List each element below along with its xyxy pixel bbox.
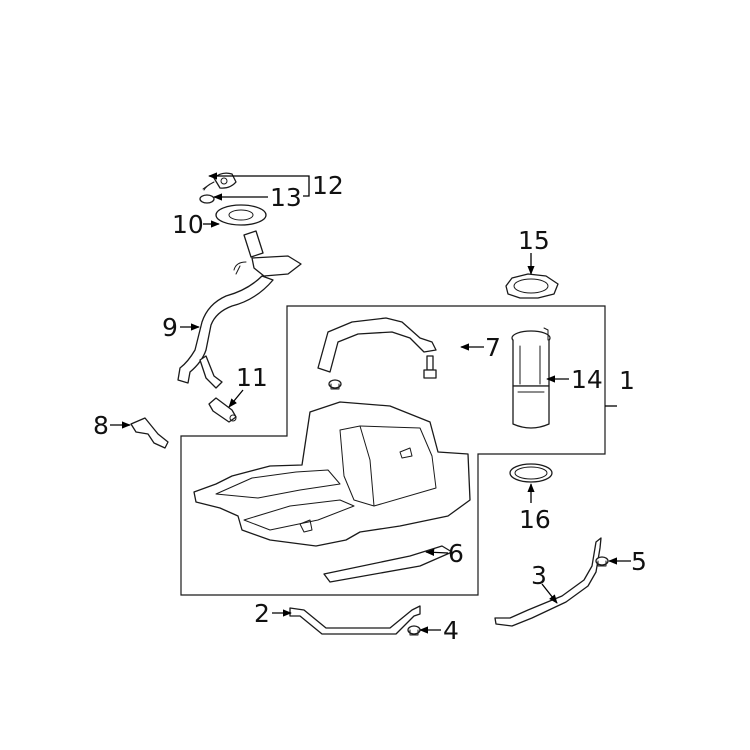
callout-8: 8 [93,411,109,440]
callout-10: 10 [172,210,204,239]
callout-2: 2 [254,599,270,628]
part-4-nut [407,625,421,636]
callout-13: 13 [270,183,302,212]
part-5-nut [595,556,609,567]
part-12-filler-valve [202,172,237,191]
callout-14: 14 [571,365,603,394]
fuel-tank [193,401,471,547]
callout-11: 11 [236,363,268,392]
leader-12b [303,186,310,197]
callout-16: 16 [519,505,551,534]
part-13-gasket [199,194,215,204]
assembly-frame [180,305,606,596]
callout-6: 6 [448,539,464,568]
part-8-bracket [130,417,169,449]
callout-12: 12 [312,171,344,200]
part-15-lock-ring [505,273,559,299]
callout-7: 7 [485,333,501,362]
part-10-filler-housing [215,204,267,226]
callout-1: 1 [619,366,635,395]
part-7-nut [328,379,342,390]
part-2-strap [289,605,421,635]
callout-4: 4 [443,616,459,645]
part-11-vent-valve [208,397,237,423]
part-3-strap [494,537,602,627]
part-14-fuel-pump-module [511,327,551,429]
leader-3 [541,583,558,604]
part-9-filler-neck [177,230,302,389]
callout-5: 5 [631,547,647,576]
leader-12 [208,172,310,186]
part-7-bolt [423,355,437,379]
part-16-seal [509,463,553,483]
part-6-strap [323,545,453,583]
callout-labels: 1 2 3 4 5 6 7 8 9 10 11 12 13 14 15 16 [93,171,647,645]
leader-6 [425,548,449,557]
callout-3: 3 [531,561,547,590]
callout-15: 15 [518,226,550,255]
leader-lines [110,172,631,634]
callout-9: 9 [162,313,178,342]
part-7-strap-bracket [317,317,437,373]
leader-11 [228,389,244,408]
